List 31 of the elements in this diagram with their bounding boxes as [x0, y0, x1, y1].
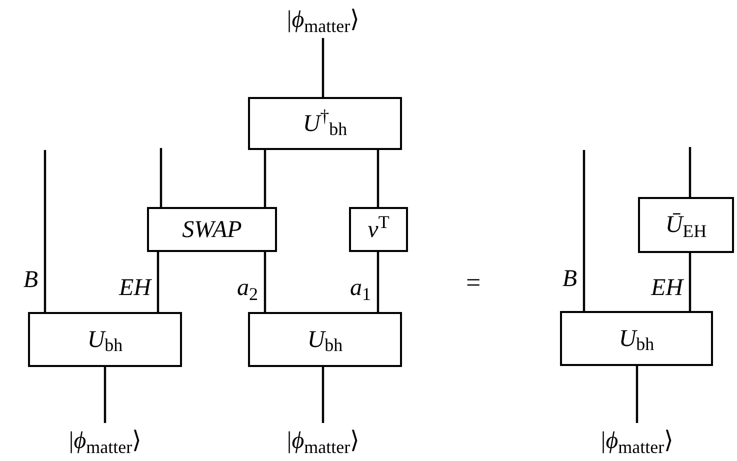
wire-line [264, 150, 266, 207]
gate-box: Ū$_{EH}$ [638, 197, 734, 253]
wire-line [44, 150, 46, 312]
gate-box: v$^{T}$ [349, 207, 408, 252]
gate-box: SWAP [147, 207, 277, 252]
gate-box: U$_{bh}$ [248, 312, 402, 367]
wire-line [636, 366, 638, 423]
wire-line [376, 150, 380, 207]
state-label: |ϕ$_{matter}$⟩ [567, 423, 707, 459]
wire-line [322, 367, 324, 423]
wire-line [582, 150, 586, 311]
wire-label: EH [119, 276, 151, 300]
wire-line [688, 147, 692, 197]
wire-line [688, 253, 692, 311]
wire-label: B [23, 268, 38, 292]
wire-line [160, 148, 162, 207]
equals-sign: = [466, 270, 481, 296]
state-label: |ϕ$_{matter}$⟩ [253, 2, 393, 38]
wire-label: EH [651, 276, 683, 300]
gate-box: U$_{bh}$ [28, 312, 182, 367]
gate-box: U$_{bh}$ [560, 311, 713, 366]
wire-label: a$_{2}$ [237, 276, 258, 300]
state-label: |ϕ$_{matter}$⟩ [35, 423, 175, 459]
wire-label: B [562, 267, 577, 291]
wire-line [156, 252, 160, 312]
wire-line [104, 367, 106, 423]
wire-line [376, 252, 380, 312]
wire-label: a$_{1}$ [350, 276, 371, 300]
wire-line [322, 38, 324, 97]
wire-line [264, 252, 266, 312]
state-label: |ϕ$_{matter}$⟩ [253, 423, 393, 459]
